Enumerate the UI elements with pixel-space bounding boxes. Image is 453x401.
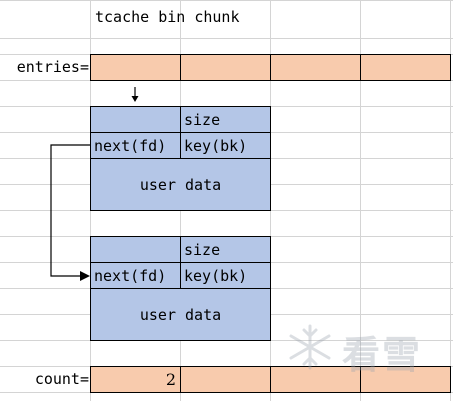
count-slot-2 [270,366,361,393]
chunk1-key-cell: key(bk) [180,132,271,159]
count-slot-1 [180,366,271,393]
chunk1-size-cell: size [180,106,271,133]
entries-slot-2 [270,54,361,81]
chunk1-next-to-chunk2-arrow [50,144,90,281]
chunk2-user-data: user data [90,288,271,341]
grid-row-line [0,38,453,39]
chunk1-user-data: user data [90,158,271,211]
chunk2-key-cell: key(bk) [180,262,271,289]
count-label: count= [34,370,89,388]
count-slot-3 [360,366,451,393]
watermark-text: 看雪 [342,333,423,377]
grid-row-line [0,0,453,1]
snowflake-icon [289,324,331,370]
grid-col-line [450,0,451,401]
count-value-cell: 2 [90,366,181,393]
entries-label: entries= [16,58,89,76]
diagram-title: tcache bin chunk [95,8,240,26]
entries-slot-3 [360,54,451,81]
entries-to-chunk1-arrow [131,87,139,102]
grid-col-line [360,0,361,401]
chunk1-next-cell: next(fd) [90,132,181,159]
watermark: 看雪 [282,322,434,377]
chunk1-prev-size-cell [90,106,181,133]
